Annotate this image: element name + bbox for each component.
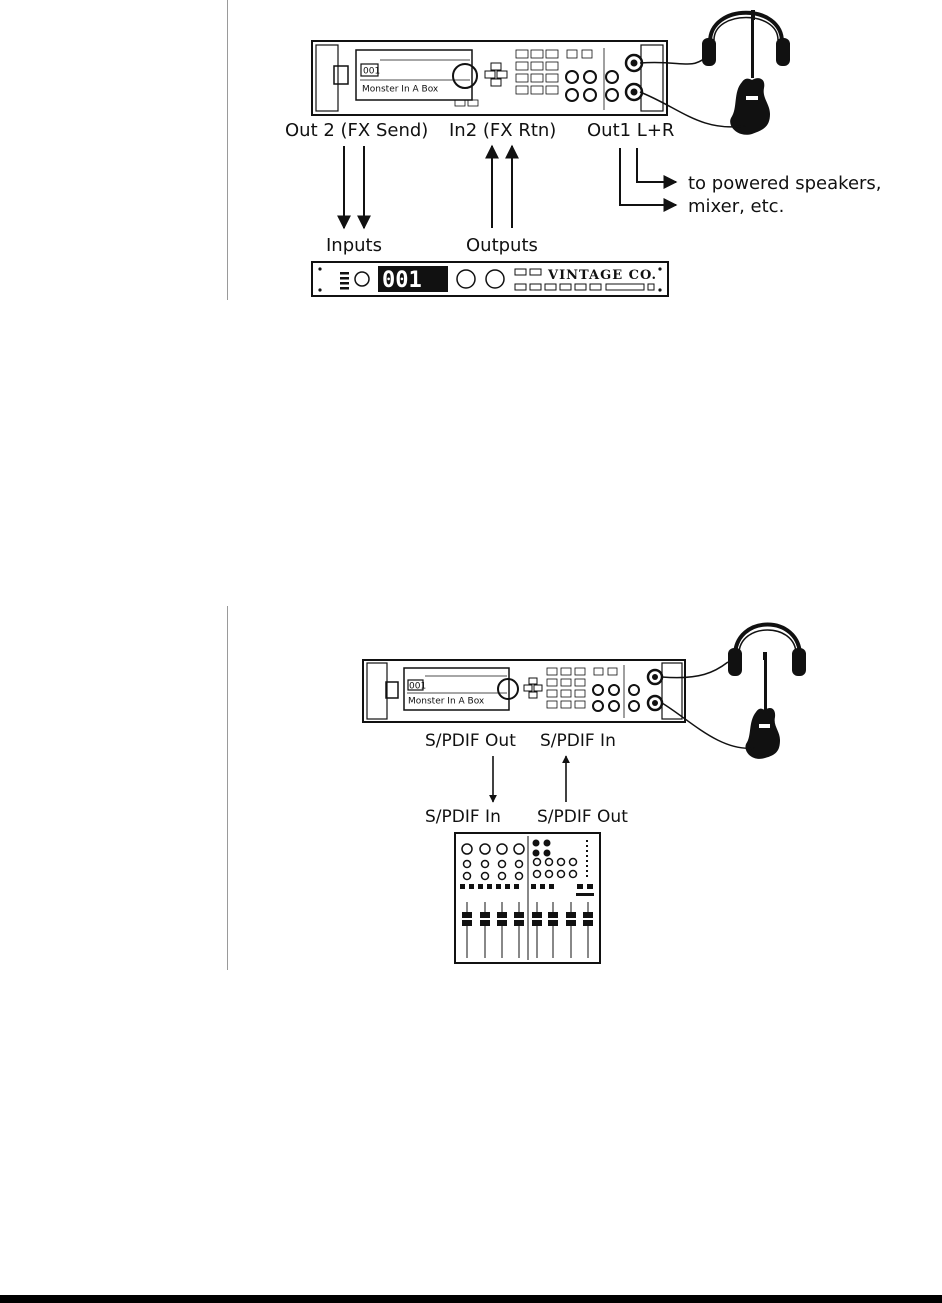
external-fx-unit: 001 VINTAGE CO. — [311, 261, 669, 297]
signal-arrows-2 — [489, 755, 570, 803]
axe-preset-name-2: Monster In A Box — [408, 697, 485, 707]
axe-preset-number-2: 001 — [409, 682, 426, 692]
axe-fx-unit-2: 001 Monster In A Box — [362, 659, 686, 723]
label-spdif-in-axe: S/PDIF In — [540, 731, 616, 751]
cables-1 — [639, 57, 746, 128]
label-spdif-in-mixer: S/PDIF In — [425, 807, 501, 827]
left-margin-rule-top — [227, 0, 228, 300]
fx-display-value: 001 — [382, 268, 422, 293]
label-inputs: Inputs — [326, 235, 382, 256]
label-in2-fx-return: In2 (FX Rtn) — [449, 120, 556, 141]
label-out1-lr: Out1 L+R — [587, 120, 674, 141]
axe-preset-number: 001 — [363, 67, 380, 77]
headphones-icon — [702, 10, 790, 66]
fx-brand-logo: VINTAGE CO. — [547, 268, 657, 283]
page-bottom-bar — [0, 1295, 942, 1303]
label-powered-speakers: to powered speakers, — [688, 173, 882, 194]
cables-2 — [661, 661, 756, 749]
label-spdif-out-axe: S/PDIF Out — [425, 731, 516, 751]
diagram-2: 001 Monster In A Box S/PDIF Out — [362, 622, 806, 964]
label-spdif-out-mixer: S/PDIF Out — [537, 807, 628, 827]
diagram-1: 001 Monster In A Box — [285, 10, 882, 297]
digital-mixer — [454, 832, 601, 964]
axe-preset-name: Monster In A Box — [362, 85, 439, 95]
guitar-icon-2 — [745, 652, 780, 759]
label-mixer-etc: mixer, etc. — [688, 196, 784, 217]
signal-arrows-1 — [337, 144, 678, 230]
guitar-icon — [730, 10, 770, 135]
label-out2-fx-send: Out 2 (FX Send) — [285, 120, 428, 141]
left-margin-rule-bottom — [227, 606, 228, 970]
axe-fx-unit-1: 001 Monster In A Box — [311, 40, 668, 116]
label-outputs: Outputs — [466, 235, 538, 256]
headphones-icon-2 — [728, 622, 806, 676]
